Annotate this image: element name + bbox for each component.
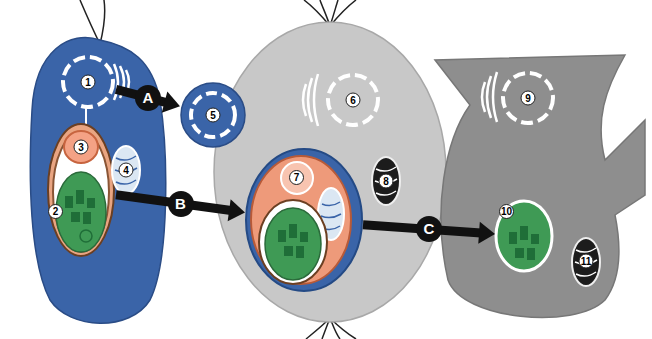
circle-shape: [63, 57, 113, 107]
ellipse-shape: [372, 157, 400, 205]
secondary-host-cell: [214, 22, 446, 322]
arrow-head: [228, 199, 245, 221]
flagellum: [100, 0, 105, 44]
rect-shape: [87, 198, 95, 208]
circle-shape: [281, 162, 313, 194]
endoplasmic-reticulum: [482, 72, 497, 122]
path-shape: [115, 156, 137, 184]
ellipse-shape: [48, 124, 114, 256]
rect-shape: [531, 234, 539, 244]
nucleomorph: 3: [63, 130, 99, 164]
descendant-cell: [435, 55, 645, 317]
nucleus: 9: [500, 70, 556, 126]
mitochondrion: 8: [370, 155, 402, 207]
ellipse-shape: [265, 208, 321, 280]
ellipse-shape: [64, 131, 98, 163]
callout-number: 3: [74, 140, 89, 155]
nucleus: 1: [60, 54, 116, 110]
ellipse-shape: [251, 156, 351, 284]
rect-shape: [65, 196, 73, 208]
mitochondrion: 11: [570, 236, 602, 286]
callout-number: 6: [346, 93, 361, 108]
ellipse-shape: [572, 238, 600, 286]
rect-shape: [509, 232, 517, 244]
endoplasmic-reticulum: [114, 64, 129, 100]
callout-number: 5: [206, 108, 221, 123]
ellipse-shape: [112, 146, 140, 194]
arrow-label: C: [416, 216, 442, 242]
circle-shape: [80, 230, 92, 242]
ellipse-shape: [53, 132, 109, 252]
rect-shape: [278, 230, 286, 242]
nucleus: 5: [180, 82, 246, 148]
callout-number: 10: [499, 204, 514, 219]
ellipse-shape: [496, 201, 552, 271]
arrow-label: B: [168, 191, 194, 217]
callout-number: 1: [81, 75, 96, 90]
rect-shape: [300, 232, 308, 242]
rect-shape: [76, 190, 84, 204]
ellipse-shape: [259, 200, 327, 284]
rect-shape: [296, 246, 304, 258]
circle-shape: [503, 73, 553, 123]
arrow-head: [478, 222, 495, 244]
rect-shape: [83, 212, 91, 224]
callout-number: 2: [48, 204, 63, 219]
rect-shape: [71, 212, 80, 222]
arrow-label: A: [135, 85, 161, 111]
circle-shape: [328, 75, 378, 125]
callout-number: 9: [521, 91, 536, 106]
callout-number: 7: [289, 170, 304, 185]
complex-plastid: 7: [245, 148, 363, 293]
rect-shape: [515, 248, 524, 258]
nucleus: 6: [325, 72, 381, 128]
callout-number: 11: [579, 254, 594, 269]
rect-shape: [520, 226, 528, 240]
ellipse-shape: [246, 149, 362, 291]
rect-shape: [527, 248, 535, 260]
complex-plastid-shape: [245, 148, 363, 293]
circle-shape: [181, 83, 245, 147]
mitochondrion: 4: [110, 144, 142, 196]
callout-number: 4: [119, 163, 134, 178]
path-shape: [575, 248, 597, 276]
rect-shape: [289, 224, 297, 238]
path-shape: [375, 167, 397, 195]
ellipse-shape: [56, 172, 106, 252]
plastid: 23: [46, 122, 116, 258]
endoplasmic-reticulum: [303, 74, 318, 126]
circle-shape: [191, 93, 235, 137]
host-cell: [30, 38, 165, 324]
rect-shape: [284, 246, 293, 256]
arrow-head: [162, 92, 180, 113]
callout-number: 8: [379, 174, 394, 189]
plastid: 10: [495, 200, 553, 272]
